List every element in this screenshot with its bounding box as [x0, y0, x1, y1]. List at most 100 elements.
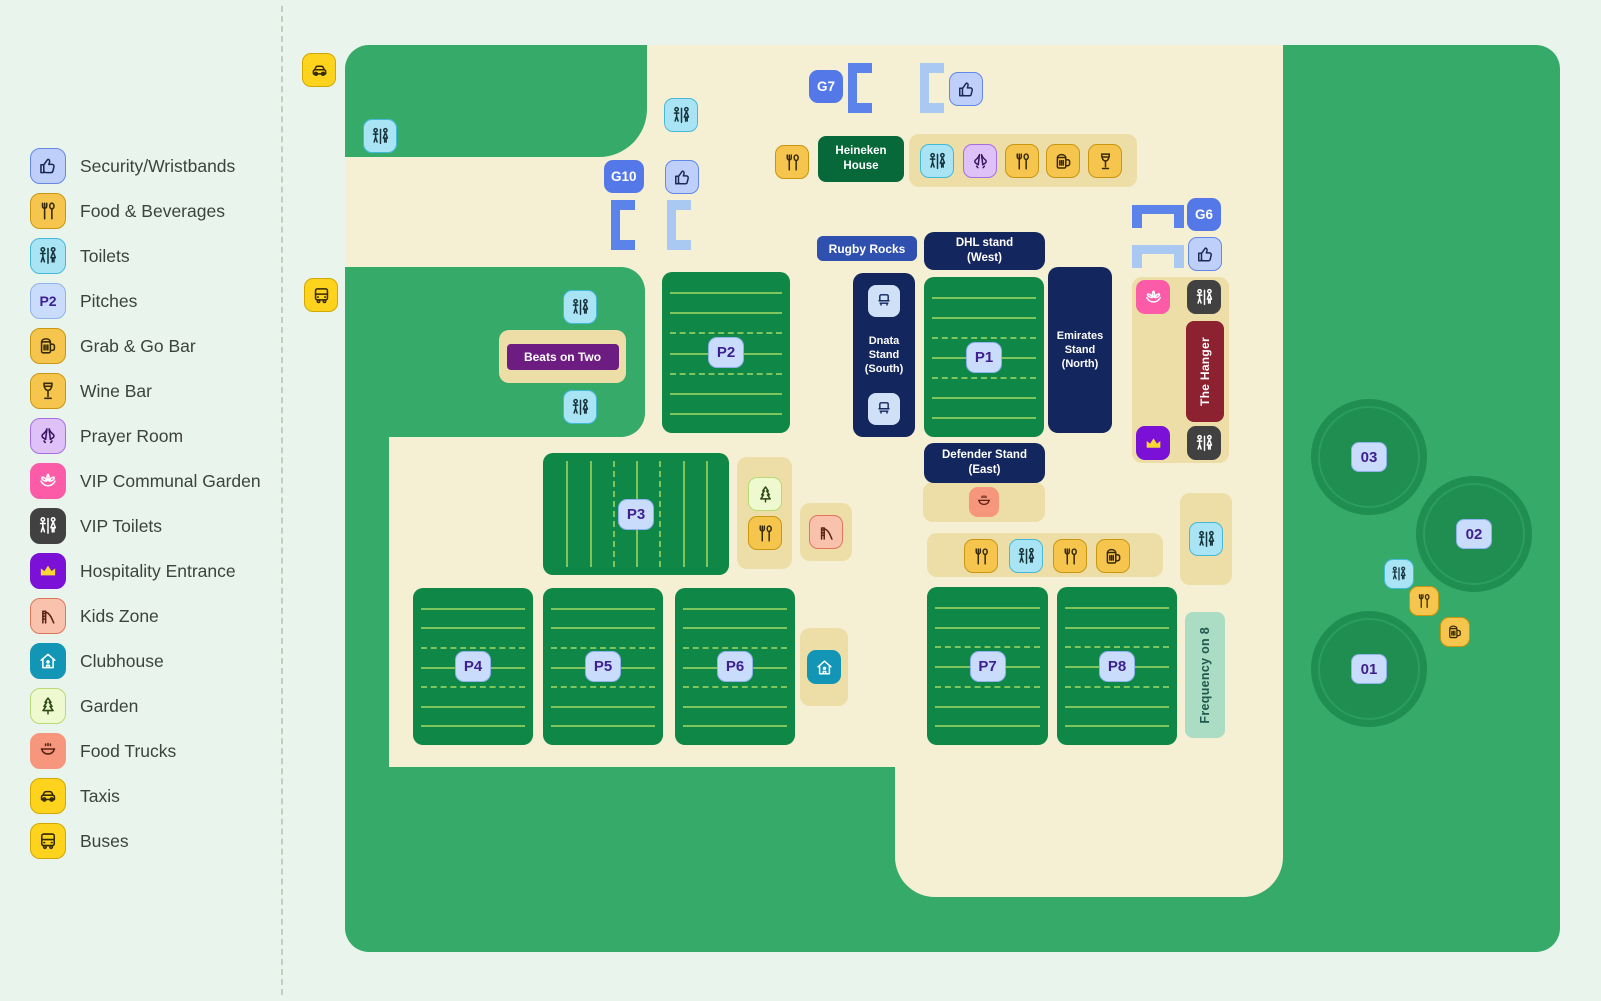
stand-emirates-label: Emirates Stand (North): [1056, 329, 1104, 371]
legend-label: Food Trucks: [80, 740, 177, 761]
pitch-p7-badge[interactable]: P7: [969, 650, 1006, 682]
gate-g6-badge[interactable]: G6: [1187, 198, 1221, 231]
food-icon[interactable]: [964, 539, 998, 573]
grab-go-bar-icon[interactable]: [1046, 144, 1080, 178]
grab-go-bar-icon[interactable]: [1096, 539, 1130, 573]
zone-circle-03[interactable]: 03: [1311, 399, 1427, 515]
legend-item-toilets: Toilets: [30, 238, 261, 274]
pitch-p6: P6: [675, 588, 795, 745]
gate-bracket-icon: [848, 63, 872, 113]
gate-g10-badge[interactable]: G10: [604, 160, 644, 193]
pitch-p5-badge[interactable]: P5: [585, 651, 621, 682]
crown-icon: [30, 553, 66, 589]
toilets-icon[interactable]: [1384, 559, 1414, 589]
food-trucks-icon[interactable]: [969, 487, 999, 517]
security-icon[interactable]: [1188, 237, 1222, 271]
legend-item-hospitality-entrance: Hospitality Entrance: [30, 553, 261, 589]
legend-item-pitches: P2 Pitches: [30, 283, 261, 319]
zone-badge-02[interactable]: 02: [1456, 519, 1492, 549]
beer-icon: [30, 328, 66, 364]
legend-label: Grab & Go Bar: [80, 335, 196, 356]
pitch-p2-badge[interactable]: P2: [708, 337, 744, 368]
gate-bracket-icon: [1132, 205, 1184, 228]
pitch-p6-badge[interactable]: P6: [717, 651, 753, 682]
legend-item-grab-go-bar: Grab & Go Bar: [30, 328, 261, 364]
legend-label: Wine Bar: [80, 380, 152, 401]
legend-divider: [281, 6, 283, 995]
legend-item-prayer-room: Prayer Room: [30, 418, 261, 454]
stand-dnata-south[interactable]: Dnata Stand (South): [853, 273, 915, 437]
prayer-room-icon[interactable]: [963, 144, 997, 178]
stand-dhl-west[interactable]: DHL stand (West): [924, 232, 1045, 270]
legend-item-buses: Buses: [30, 823, 261, 859]
food-icon[interactable]: [748, 516, 782, 550]
toilets-icon[interactable]: [1189, 522, 1223, 556]
food-icon[interactable]: [1409, 586, 1439, 616]
kids-zone-icon[interactable]: [809, 515, 843, 549]
gate-bracket-icon: [611, 200, 635, 250]
zone-circle-01[interactable]: 01: [1311, 611, 1427, 727]
legend-item-vip-communal-garden: VIP Communal Garden: [30, 463, 261, 499]
food-icon[interactable]: [775, 145, 809, 179]
stand-emirates-north[interactable]: Emirates Stand (North): [1048, 267, 1112, 433]
toilets-icon[interactable]: [363, 119, 397, 153]
grab-go-bar-icon[interactable]: [1440, 617, 1470, 647]
pitch-p4-badge[interactable]: P4: [455, 651, 491, 682]
the-hanger[interactable]: The Hanger: [1186, 321, 1224, 422]
stand-dhl-label: DHL stand (West): [955, 237, 1014, 264]
vip-garden-icon: [30, 463, 66, 499]
zone-circle-02[interactable]: 02: [1416, 476, 1532, 592]
wine-bar-icon[interactable]: [1088, 144, 1122, 178]
legend-label: Pitches: [80, 290, 138, 311]
legend-label: Buses: [80, 830, 129, 851]
legend-item-garden: Garden: [30, 688, 261, 724]
wine-icon: [30, 373, 66, 409]
taxi-icon[interactable]: [302, 53, 336, 87]
zone-badge-03[interactable]: 03: [1351, 442, 1387, 472]
pitch-p5: P5: [543, 588, 663, 745]
pitch-p3: P3: [543, 453, 729, 575]
toilets-icon: [30, 238, 66, 274]
legend-item-kids-zone: Kids Zone: [30, 598, 261, 634]
kids-icon: [30, 598, 66, 634]
pitch-badge-icon: P2: [30, 283, 66, 319]
gate-g7-badge[interactable]: G7: [809, 70, 843, 103]
gate-bracket-icon: [667, 200, 691, 250]
vip-garden-icon[interactable]: [1136, 280, 1170, 314]
bus-icon[interactable]: [304, 278, 338, 312]
the-hanger-label: The Hanger: [1198, 336, 1212, 406]
vip-toilets-icon[interactable]: [1187, 280, 1221, 314]
food-icon[interactable]: [1005, 144, 1039, 178]
pitch-p8-badge[interactable]: P8: [1099, 650, 1135, 682]
hospitality-entrance-icon[interactable]: [1136, 426, 1170, 460]
food-icon[interactable]: [1053, 539, 1087, 573]
toilets-icon[interactable]: [664, 98, 698, 132]
security-icon[interactable]: [949, 72, 983, 106]
stand-defender-east[interactable]: Defender Stand (East): [924, 443, 1045, 483]
security-icon[interactable]: [665, 160, 699, 194]
pitch-p1-badge[interactable]: P1: [966, 341, 1002, 373]
rugby-rocks[interactable]: Rugby Rocks: [817, 236, 917, 261]
toilets-icon[interactable]: [563, 390, 597, 424]
vip-toilets-icon[interactable]: [1187, 426, 1221, 460]
rugby-rocks-label: Rugby Rocks: [828, 241, 906, 256]
pitch-p3-badge[interactable]: P3: [618, 498, 654, 530]
toilets-icon[interactable]: [1009, 539, 1043, 573]
stand-dnata-label: Dnata Stand (South): [864, 334, 904, 376]
clubhouse-icon[interactable]: [807, 650, 841, 684]
toilets-icon[interactable]: [563, 290, 597, 324]
zone-badge-01[interactable]: 01: [1351, 654, 1387, 684]
frequency-on-8[interactable]: Frequency on 8: [1185, 612, 1225, 738]
garden-icon[interactable]: [748, 477, 782, 511]
beats-on-two[interactable]: Beats on Two: [499, 330, 626, 383]
heineken-house[interactable]: Heineken House: [818, 136, 904, 182]
legend-item-security-wristbands: Security/Wristbands: [30, 148, 261, 184]
prayer-icon: [30, 418, 66, 454]
pitch-p2: P2: [662, 272, 790, 433]
bus-icon: [30, 823, 66, 859]
legend-item-taxis: Taxis: [30, 778, 261, 814]
legend-label: Food & Beverages: [80, 200, 225, 221]
food-icon: [30, 193, 66, 229]
toilets-icon[interactable]: [920, 144, 954, 178]
